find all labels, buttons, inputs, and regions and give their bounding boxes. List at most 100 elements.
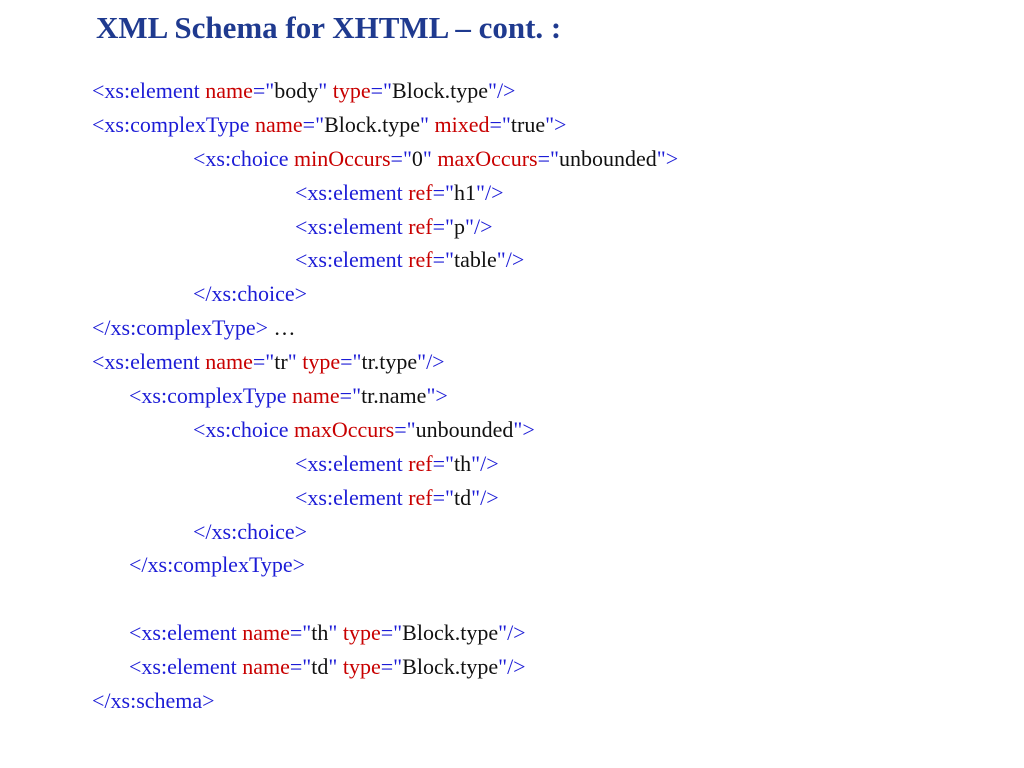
code-token-value: tr.type xyxy=(361,349,418,375)
code-token-tag: <xs:element xyxy=(295,213,409,239)
code-token-value: th xyxy=(454,450,472,476)
code-token-tag: "> xyxy=(426,383,448,409)
code-token-tag: </xs:schema> xyxy=(92,688,215,714)
code-token-tag: " xyxy=(328,620,343,646)
code-token-attr: type xyxy=(302,349,341,375)
code-token-tag: =" xyxy=(340,349,362,375)
code-token-tag: =" xyxy=(380,620,403,646)
code-token-tag: "> xyxy=(545,111,567,137)
code-token-tag: "/> xyxy=(496,247,525,273)
code-token-tag: <xs:choice xyxy=(193,416,294,442)
code-line: <xs:element ref="p"/> xyxy=(92,210,992,244)
code-token-tag: " xyxy=(420,111,435,137)
code-token-attr: type xyxy=(342,654,381,680)
code-token-tag: =" xyxy=(394,416,416,442)
code-token-tag: =" xyxy=(370,78,393,103)
code-token-value: td xyxy=(454,484,472,510)
code-token-value: th xyxy=(311,620,329,646)
code-token-tag: "/> xyxy=(476,179,504,205)
code-token-tag: <xs:element xyxy=(295,484,409,510)
code-token-tag: " xyxy=(318,78,333,103)
code-token-attr: maxOccurs xyxy=(437,145,538,171)
code-token-tag: </xs:choice> xyxy=(193,281,308,307)
code-token-attr: mixed xyxy=(434,111,490,137)
code-token-tag: =" xyxy=(489,111,511,137)
code-token-attr: name xyxy=(242,654,290,680)
code-token-tag: "/> xyxy=(498,654,526,680)
code-token-attr: type xyxy=(332,78,371,103)
code-token-attr: name xyxy=(205,78,253,103)
code-token-tag: <xs:choice xyxy=(193,145,294,171)
code-token-tag: =" xyxy=(432,179,455,205)
code-line: </xs:schema> xyxy=(92,684,992,718)
code-token-tag: <xs:element xyxy=(129,620,243,646)
code-token-value: … xyxy=(268,315,296,341)
code-token-tag: </xs:complexType> xyxy=(129,552,306,578)
code-token-tag: <xs:element xyxy=(129,654,243,680)
code-token-tag: <xs:element xyxy=(92,78,206,103)
code-token-tag: " xyxy=(287,349,303,375)
code-token-tag: =" xyxy=(432,213,455,239)
code-token-tag: =" xyxy=(289,654,312,680)
code-token-tag: "/> xyxy=(471,450,499,476)
code-token-value: tr.name xyxy=(361,383,427,409)
code-token-tag: "/> xyxy=(417,349,445,375)
code-token-tag: =" xyxy=(380,654,403,680)
code-token-attr: name xyxy=(255,111,303,137)
code-token-tag: <xs:element xyxy=(295,179,409,205)
code-line: <xs:choice maxOccurs="unbounded"> xyxy=(92,413,992,447)
code-line: <xs:complexType name="Block.type" mixed=… xyxy=(92,108,992,142)
code-token-tag: "> xyxy=(513,416,535,442)
code-token-tag: =" xyxy=(289,620,312,646)
code-line: </xs:complexType> … xyxy=(92,311,992,345)
code-line: <xs:element name="th" type="Block.type"/… xyxy=(92,616,992,650)
code-token-tag: <xs:element xyxy=(92,349,206,375)
code-token-tag: <xs:complexType xyxy=(129,383,293,409)
code-line: <xs:element name="td" type="Block.type"/… xyxy=(92,650,992,684)
code-line: <xs:choice minOccurs="0" maxOccurs="unbo… xyxy=(92,142,992,176)
code-token-tag: =" xyxy=(432,247,455,273)
code-token-value: tr xyxy=(274,349,288,375)
code-token-value: Block.type xyxy=(392,78,488,103)
slide-title: XML Schema for XHTML – cont. : xyxy=(96,10,562,45)
code-token-tag: =" xyxy=(339,383,362,409)
code-line: <xs:element name="body" type="Block.type… xyxy=(92,74,992,108)
code-token-tag: =" xyxy=(302,111,325,137)
code-token-attr: ref xyxy=(408,213,433,239)
code-token-attr: name xyxy=(205,349,253,375)
code-token-tag: =" xyxy=(252,78,275,103)
code-token-tag: </xs:complexType> xyxy=(92,315,269,341)
code-token-value: h1 xyxy=(454,179,477,205)
code-token-tag: "/> xyxy=(471,484,499,510)
code-token-tag: <xs:element xyxy=(295,450,409,476)
code-line: <xs:element name="tr" type="tr.type"/> xyxy=(92,345,992,379)
code-token-tag: " xyxy=(422,145,438,171)
code-token-tag: =" xyxy=(432,484,455,510)
code-token-value: Block.type xyxy=(324,111,420,137)
code-token-attr: ref xyxy=(408,450,433,476)
code-line: </xs:choice> xyxy=(92,515,992,549)
code-token-tag: =" xyxy=(390,145,412,171)
code-token-value: table xyxy=(454,247,497,273)
code-token-value: td xyxy=(311,654,329,680)
code-token-tag: <xs:complexType xyxy=(92,111,256,137)
code-token-value: Block.type xyxy=(402,620,499,646)
code-token-tag: =" xyxy=(432,450,455,476)
code-token-tag: "> xyxy=(656,145,679,171)
code-token-tag: "/> xyxy=(498,620,526,646)
code-token-attr: maxOccurs xyxy=(294,416,395,442)
code-token-value: 0 xyxy=(411,145,423,171)
code-line: <xs:element ref="table"/> xyxy=(92,243,992,277)
code-token-tag: "/> xyxy=(487,78,516,103)
code-token-tag: =" xyxy=(252,349,275,375)
code-token-tag: "/> xyxy=(465,213,493,239)
code-line: </xs:choice> xyxy=(92,277,992,311)
code-listing: <xs:element name="body" type="Block.type… xyxy=(92,74,992,718)
code-token-attr: minOccurs xyxy=(294,145,391,171)
code-line: </xs:complexType> xyxy=(92,548,992,582)
code-token-value: true xyxy=(510,111,546,137)
code-line: <xs:element ref="td"/> xyxy=(92,481,992,515)
code-token-value: unbounded xyxy=(558,145,657,171)
code-token-attr: ref xyxy=(408,247,433,273)
